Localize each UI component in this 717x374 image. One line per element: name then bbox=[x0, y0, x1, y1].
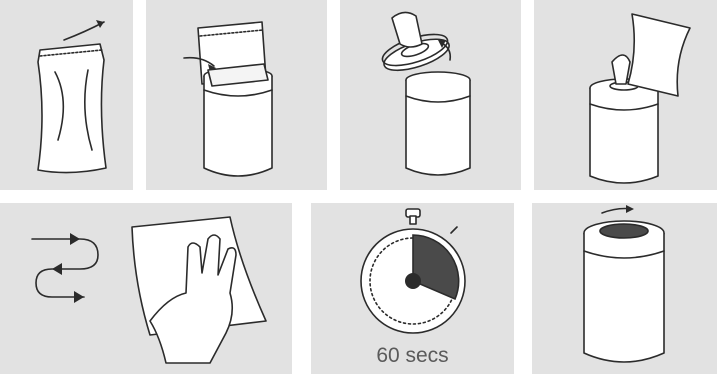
step-7-panel bbox=[532, 203, 717, 374]
timer-caption: 60 secs bbox=[311, 344, 514, 368]
thread-wipe-through-lid-icon bbox=[340, 0, 521, 190]
wipe-surface-icon bbox=[0, 203, 292, 374]
step-2-panel bbox=[146, 0, 327, 190]
step-3-panel bbox=[340, 0, 521, 190]
pull-wipe-out-icon bbox=[534, 0, 717, 190]
tear-open-pouch-icon bbox=[0, 0, 133, 190]
step-4-panel bbox=[534, 0, 717, 190]
step-6-panel: 60 secs bbox=[311, 203, 514, 374]
insert-refill-icon bbox=[146, 0, 327, 190]
step-5-panel bbox=[0, 203, 292, 374]
step-1-panel bbox=[0, 0, 133, 190]
close-lid-icon bbox=[532, 203, 717, 374]
